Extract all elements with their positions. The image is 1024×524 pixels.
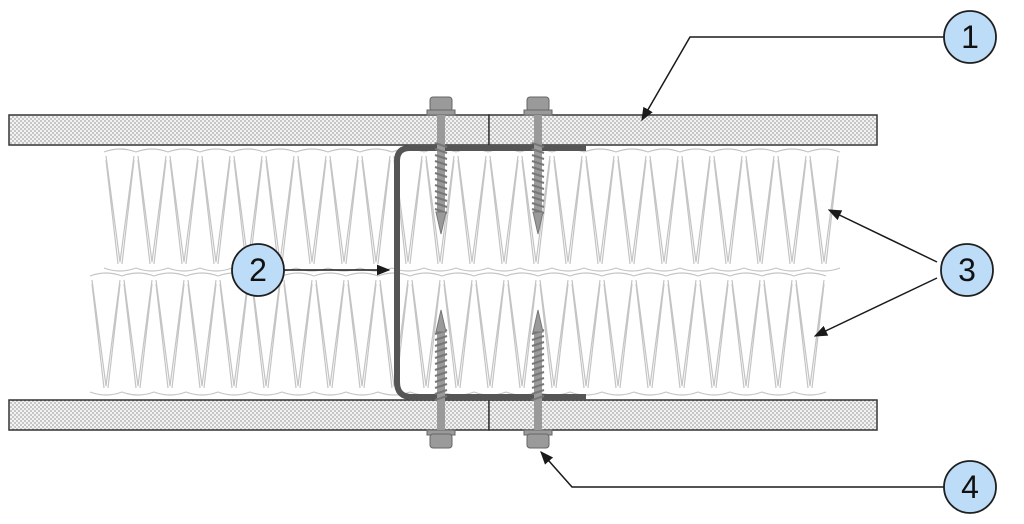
callout-3-label: 3 [958, 252, 976, 288]
bottom-board [8, 399, 878, 431]
callout-2-label: 2 [249, 252, 267, 288]
insulation-layer-upper-fibres [103, 148, 841, 272]
screw-bottom-right [523, 309, 553, 449]
insulation-layer-lower [89, 272, 827, 396]
leader-4 [540, 450, 945, 488]
screw-bottom-left [426, 309, 456, 449]
leader-3b [813, 277, 938, 337]
leader-lines [283, 36, 945, 488]
callout-4: 4 [943, 460, 997, 514]
insulation-layer-upper [103, 148, 841, 272]
screw-top-left [426, 96, 456, 235]
mineral-wool-insulation [89, 148, 841, 396]
leader-1 [641, 36, 945, 122]
top-board [8, 114, 878, 146]
screw-fasteners [426, 96, 553, 449]
callout-3: 3 [940, 243, 994, 297]
callout-4-label: 4 [961, 469, 979, 505]
insulation-layer-lower-fibres [89, 272, 827, 396]
c-channel [394, 145, 586, 400]
screw-top-right [523, 96, 553, 235]
leader-3a [827, 209, 938, 263]
callout-1: 1 [943, 10, 997, 64]
callout-1-label: 1 [961, 19, 979, 55]
callout-2: 2 [231, 243, 285, 297]
